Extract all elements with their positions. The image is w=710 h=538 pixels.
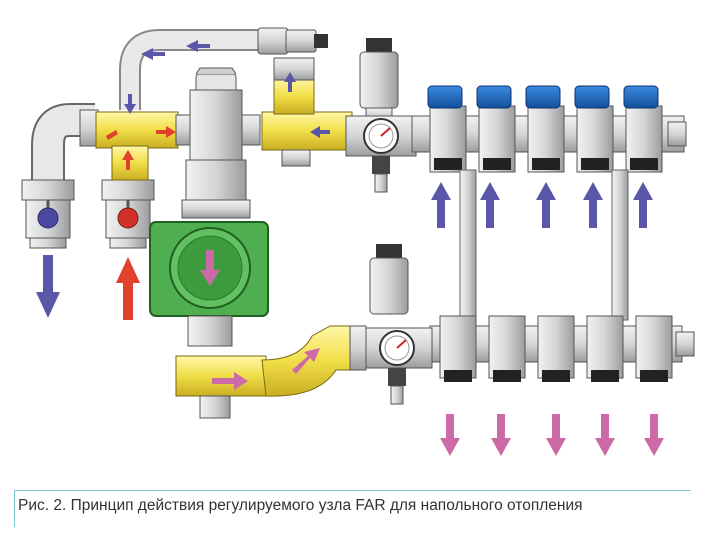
manifold-return-arrow-icon	[583, 182, 603, 228]
manifold-return-arrow-icon	[633, 182, 653, 228]
manifold-return-arrow-icon	[536, 182, 556, 228]
manifold-return-arrow-icon	[431, 182, 451, 228]
lower-flow-arrow-icon	[292, 348, 320, 374]
thermometer-top	[345, 115, 417, 193]
thermostatic-mixing-valve	[181, 67, 261, 219]
air-vent-bottom	[369, 244, 409, 315]
manifold-supply-arrow-icon	[491, 414, 511, 456]
left-elbow	[31, 103, 95, 185]
bypass-arrow-icon	[141, 48, 165, 60]
bypass-arrow-icon	[186, 40, 210, 52]
upper-brass-block	[261, 57, 353, 167]
brass-mixing-tee	[79, 109, 191, 181]
air-vent-top	[359, 38, 399, 123]
manifold-supply-arrow-icon	[440, 414, 460, 456]
figure-caption: Рис. 2. Принцип действия регулируемого у…	[18, 497, 583, 514]
manifold-return-arrow-icon	[480, 182, 500, 228]
lower-flow-arrow-icon	[212, 372, 248, 390]
supply-manifold	[411, 85, 687, 173]
lower-brass-pipe	[175, 325, 367, 419]
manifold-supply-arrow-icon	[546, 414, 566, 456]
manifold-outlets-top	[429, 105, 663, 173]
manifold-supply-arrow-icon	[595, 414, 615, 456]
mix-arrow-icon	[156, 126, 176, 138]
ball-valve-red	[101, 179, 155, 249]
far-mixing-unit-diagram	[21, 27, 695, 456]
blue-regulator-knobs	[427, 85, 659, 109]
manifold-supply-arrow-icon	[644, 414, 664, 456]
arrow-return-out-icon	[36, 255, 60, 318]
arrow-supply-in-icon	[116, 257, 140, 320]
bypass-arrow-icon	[310, 126, 330, 138]
return-manifold	[429, 315, 695, 382]
pump-flow-arrow-icon	[200, 250, 220, 286]
manifold-brackets	[459, 169, 629, 321]
bypass-arrow-icon	[124, 94, 136, 114]
bypass-pipe	[119, 27, 328, 110]
bypass-arrow-icon	[284, 72, 296, 92]
flow-arrows	[36, 40, 664, 456]
mix-arrow-icon	[122, 150, 134, 170]
ball-valve-blue	[21, 179, 75, 249]
mix-arrow-icon	[106, 130, 118, 140]
caption-frame	[14, 490, 691, 527]
thermometer-bottom	[361, 327, 433, 405]
